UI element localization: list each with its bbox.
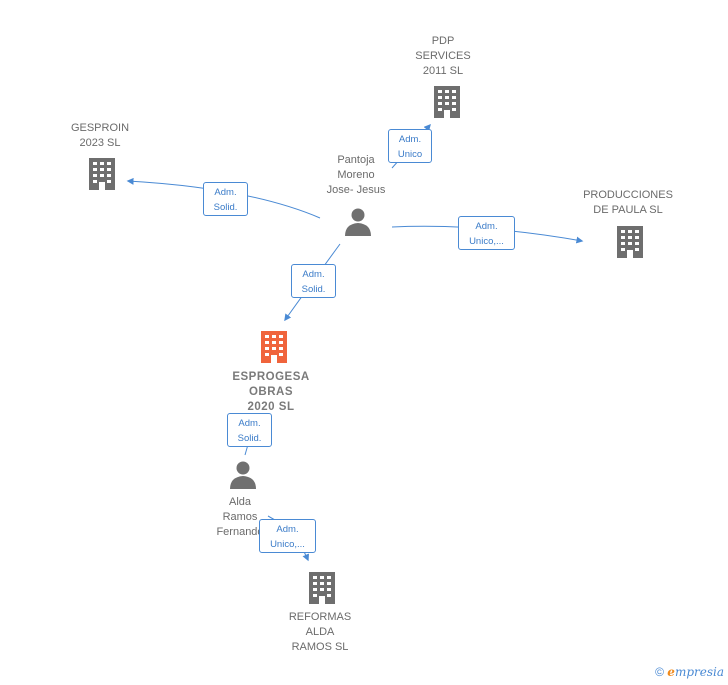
building-icon[interactable] [306,570,338,606]
building-icon[interactable] [86,156,118,192]
brand-footer: © empresia [655,665,724,679]
copyright-symbol: © [655,665,664,679]
node-label-reformas: REFORMAS ALDA RAMOS SL [288,611,352,653]
edge-badge-pantoja-gesproin[interactable]: Adm. Solid. [203,182,248,216]
node-label-pantoja: Pantoja Moreno Jose- Jesus [326,154,386,196]
node-label-alda: Alda Ramos Fernando [216,496,264,538]
building-icon[interactable] [431,84,463,120]
brand-logo-text: mpresia [674,665,724,679]
edge-badge-pantoja-esprogesa[interactable]: Adm. Solid. [291,264,336,298]
person-icon[interactable] [343,207,373,237]
edge-badge-pantoja-pdp[interactable]: Adm. Unico [388,129,432,163]
node-label-producciones: PRODUCCIONES DE PAULA SL [583,189,673,216]
building-icon-main[interactable] [258,329,290,365]
node-label-gesproin: GESPROIN 2023 SL [70,122,130,149]
brand-logo-e: e [667,665,675,679]
person-icon[interactable] [228,460,258,490]
edge-badge-alda-reformas[interactable]: Adm. Unico,... [259,519,316,553]
node-label-pdp-services: PDP SERVICES 2011 SL [415,35,471,77]
building-icon[interactable] [614,224,646,260]
edge-badge-alda-esprogesa[interactable]: Adm. Solid. [227,413,272,447]
edge-badge-pantoja-producciones[interactable]: Adm. Unico,... [458,216,515,250]
node-label-esprogesa: ESPROGESA OBRAS 2020 SL [232,371,310,413]
